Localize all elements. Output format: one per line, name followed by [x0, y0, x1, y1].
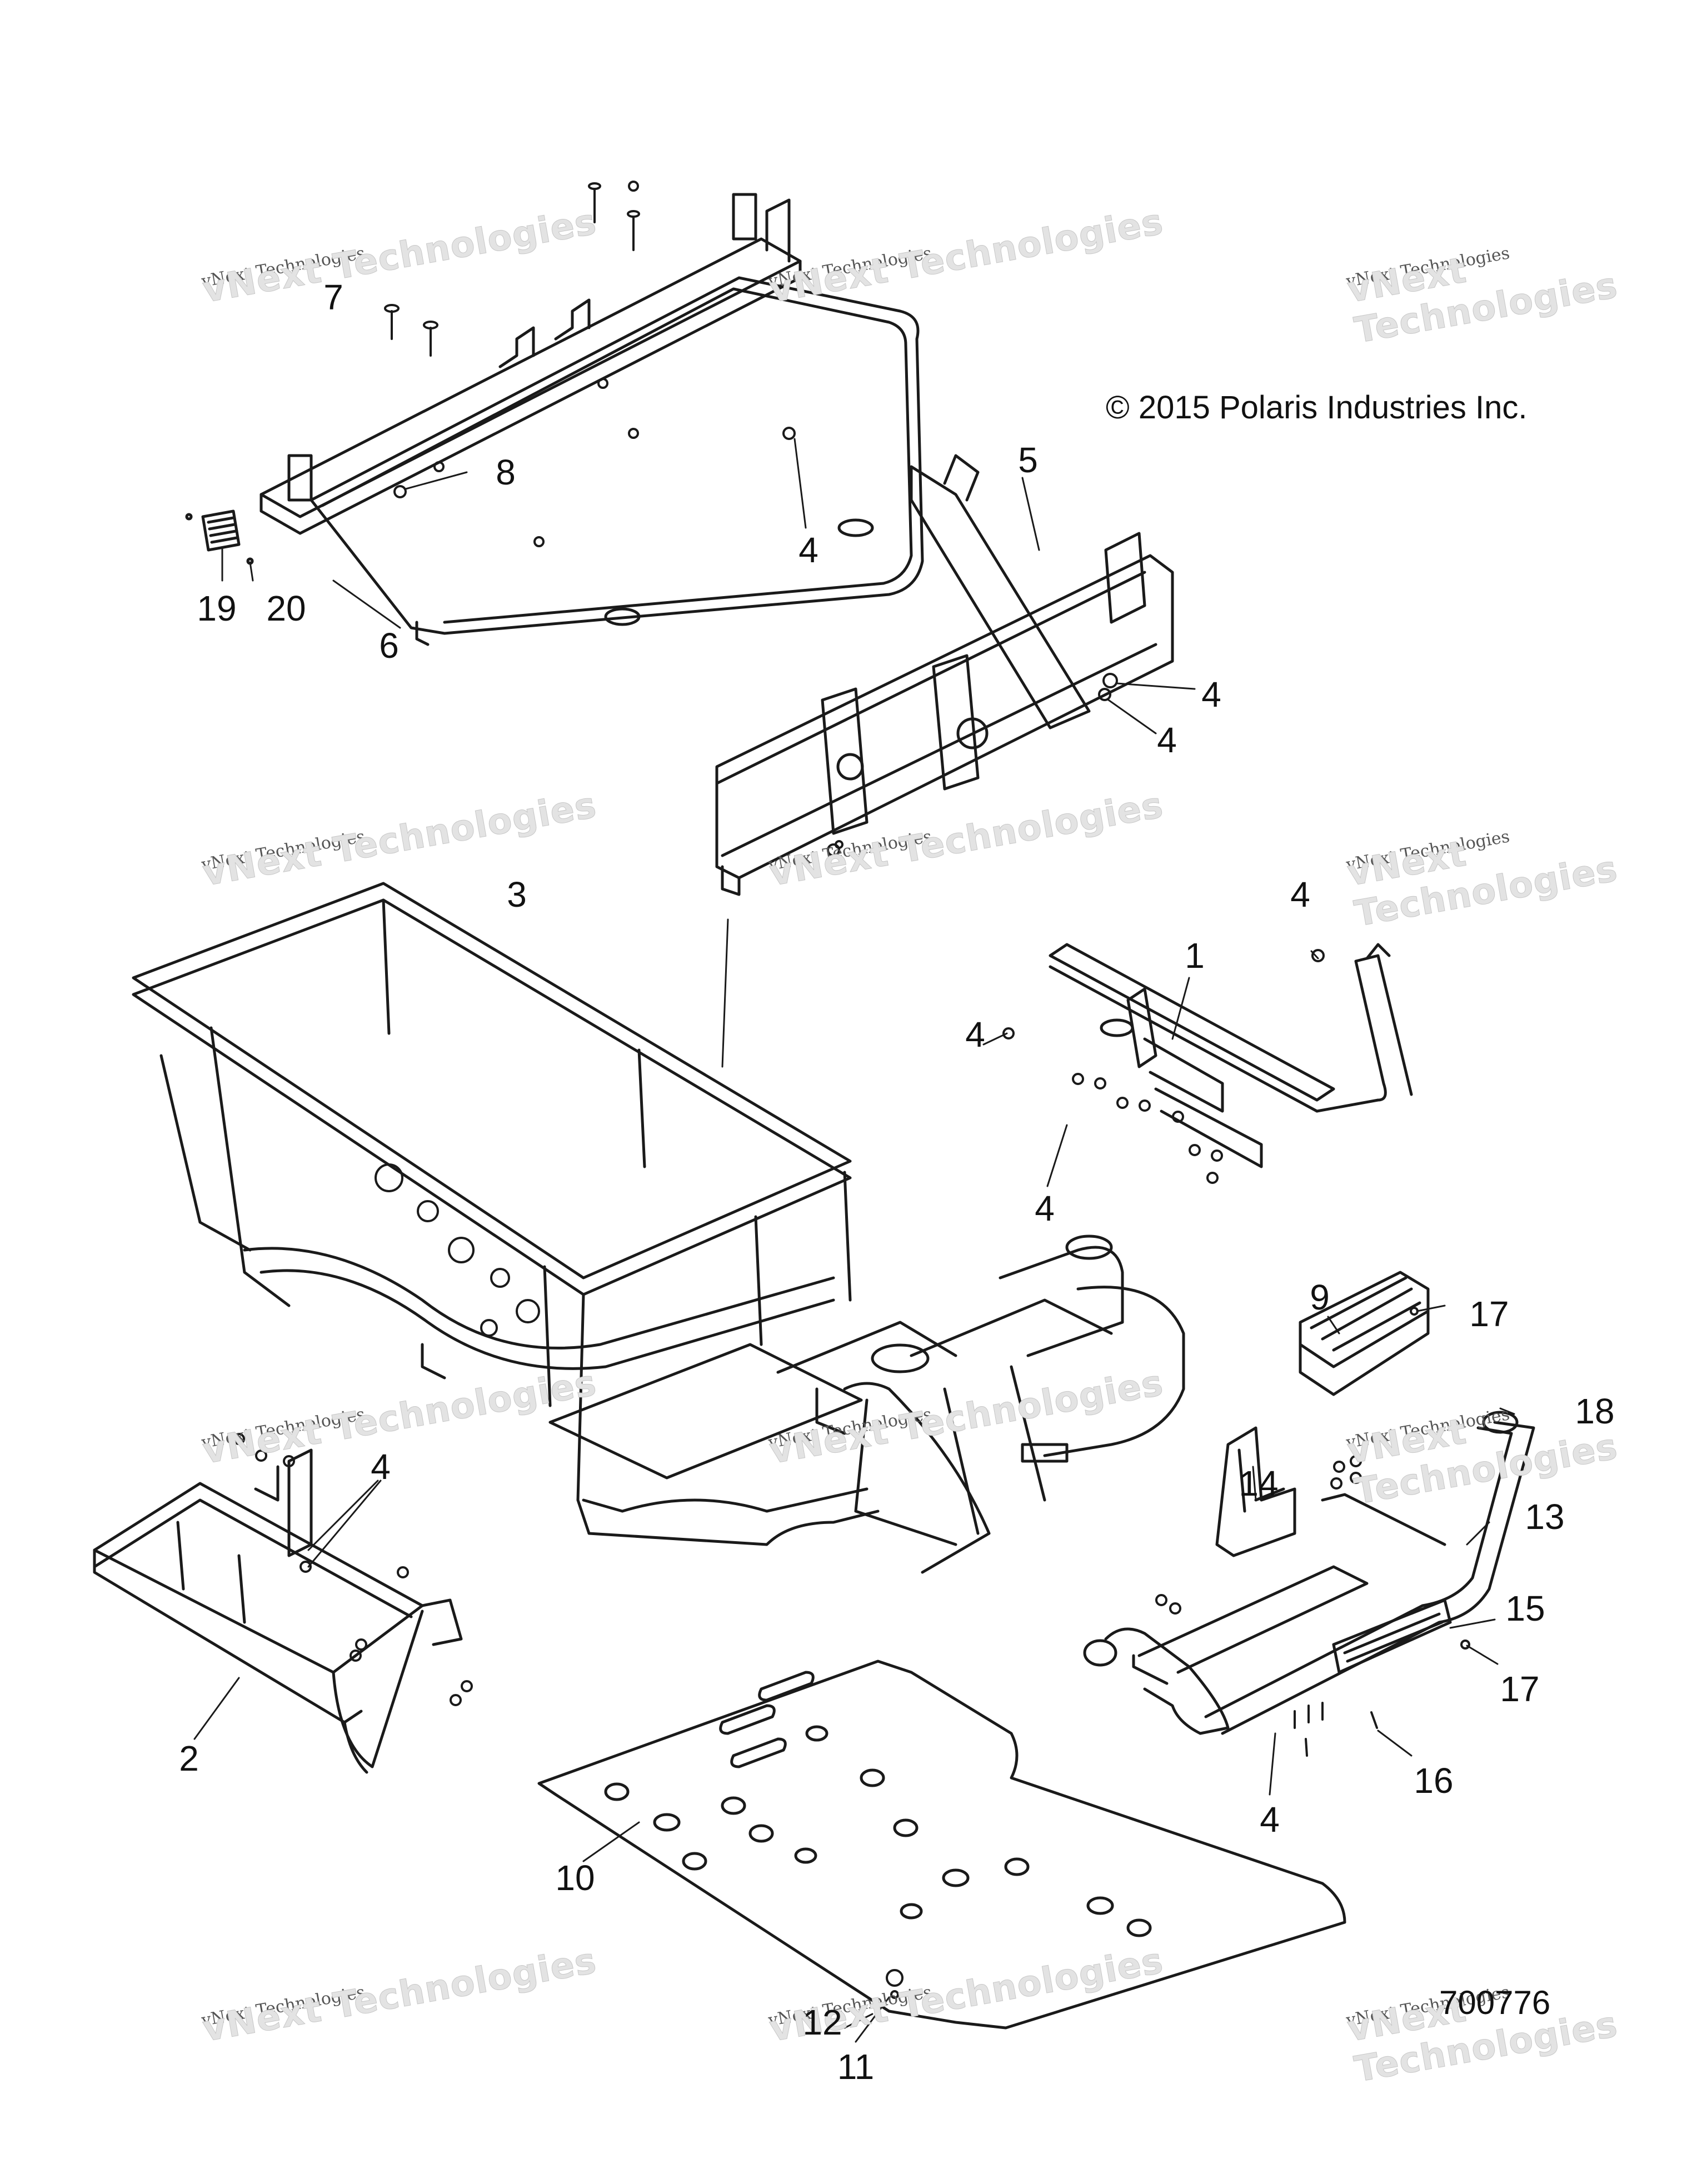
bumper-bracket-14 — [1215, 1426, 1296, 1557]
drawing-number: 700776 — [1439, 1984, 1551, 2021]
callout-19: 19 — [197, 588, 237, 628]
callout-8: 8 — [496, 452, 516, 492]
rear-frame-section-5 — [715, 454, 1174, 896]
callout-4: 4 — [798, 530, 818, 570]
rear-frame-bolts — [827, 673, 1118, 857]
callout-17: 17 — [1500, 1669, 1540, 1709]
callout-4: 4 — [1035, 1188, 1055, 1228]
copyright-notice: © 2015 Polaris Industries Inc. — [1106, 389, 1528, 426]
crossmember-1 — [1049, 943, 1413, 1168]
callout-10: 10 — [555, 1858, 595, 1898]
callout-4: 4 — [1290, 874, 1310, 914]
crossmember-bolts — [1002, 949, 1325, 1184]
leader-lines — [193, 438, 1515, 2043]
cargo-box-frame-6 — [259, 193, 924, 646]
bumper-fasteners — [886, 1307, 1470, 1999]
callout-4: 4 — [965, 1014, 985, 1054]
callout-4: 4 — [1260, 1800, 1280, 1840]
callout-11: 11 — [837, 2047, 875, 2087]
callout-2: 2 — [179, 1738, 199, 1778]
callout-7: 7 — [323, 277, 343, 317]
callout-1: 1 — [1185, 936, 1205, 976]
callout-6: 6 — [379, 626, 399, 666]
grille-19 — [185, 509, 254, 565]
callout-14: 14 — [1239, 1463, 1279, 1503]
side-frame-2 — [93, 1448, 463, 1774]
callout-4: 4 — [1157, 720, 1177, 760]
callout-4: 4 — [371, 1447, 391, 1487]
callout-4: 4 — [1201, 674, 1221, 714]
callout-3: 3 — [507, 874, 527, 914]
callout-15: 15 — [1505, 1588, 1545, 1628]
bumper-panel-15 — [1332, 1598, 1452, 1674]
callout-12: 12 — [802, 2002, 842, 2042]
skid-plate-10 — [537, 1660, 1346, 2030]
callout-16: 16 — [1414, 1761, 1454, 1801]
callout-17: 17 — [1469, 1294, 1509, 1334]
side-frame-bolts — [233, 1433, 473, 1706]
callout-18: 18 — [1575, 1391, 1615, 1431]
front-bumper-13 — [1083, 1411, 1535, 1735]
callout-13: 13 — [1525, 1497, 1565, 1537]
callout-9: 9 — [1310, 1277, 1330, 1317]
callout-5: 5 — [1018, 440, 1038, 480]
cargo-frame-bolts — [384, 181, 796, 547]
chassis-mounting-holes — [375, 1163, 540, 1337]
main-chassis-frame-3 — [132, 882, 1185, 1574]
callout-20: 20 — [266, 588, 306, 628]
